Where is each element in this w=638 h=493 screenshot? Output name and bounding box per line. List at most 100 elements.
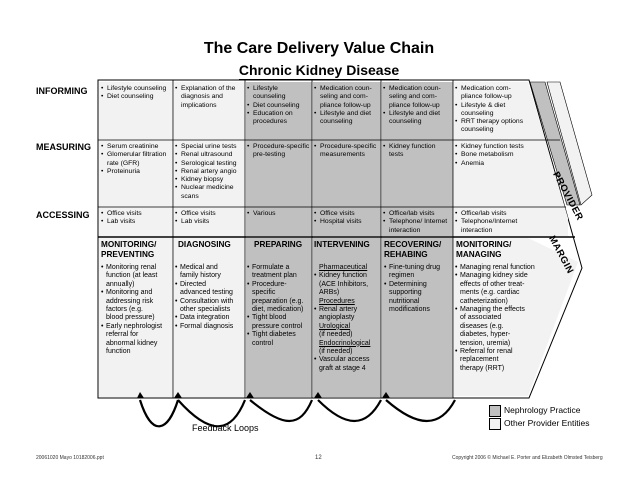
arrowhead-2 [174,392,182,398]
arrowhead-1 [137,392,144,398]
stage-line: pressure control [252,322,303,330]
stage-line: effects of other treat- [460,280,525,288]
arrow-band-1 [529,81,581,206]
list-item: Serological testing [175,160,244,169]
list-item: Lifestyle & diet counseling [455,102,531,119]
stage-line: Tight diabetes [247,331,313,340]
list-item: Lab visits [101,218,171,227]
stage-line: ARBs) [319,289,340,297]
stage-body-recovering-rehabing: Fine-tuning drugregimenDeterminingsuppor… [384,264,454,314]
feedback-loop-4 [317,399,382,423]
stage-line: factors (e.g. [106,306,143,314]
arrowhead-5 [382,392,390,398]
stage-line: Managing renal function [455,264,535,273]
list-item: Serum creatinine [101,143,171,152]
list-item: Kidney function tests [455,143,535,152]
stage-line: function (at least [106,272,158,280]
stage-line: addressing risk [106,297,154,305]
stage-line: Consultation with [175,298,245,307]
measuring-cell-5: Kidney function tests [383,143,451,160]
stage-line: specific [252,289,276,297]
stage-line: (if needed) [319,331,353,339]
stage-line: Managing kidney side [455,272,535,281]
list-item: Various [247,210,310,219]
stage-header-recovering-rehabing: RECOVERING/ REHABING [384,240,442,259]
footer-filename: 20061020 Mayo 10182006.ppt [36,455,104,461]
stage-line: Kidney function [314,272,382,281]
legend-swatch-other-providers [489,418,501,430]
stage-line: tension, uremia) [460,339,511,347]
stage-line: Procedures [319,297,355,305]
feedback-loop-3 [249,399,314,423]
list-item: RRT therapy options counseling [455,118,531,135]
stage-header-diagnosing: DIAGNOSING [178,240,231,249]
lower-cell-bg-5 [382,238,453,397]
informing-cell-1: Lifestyle counseling Diet counseling [101,85,171,102]
measuring-cell-6: Kidney function tests Bone metabolism An… [455,143,535,168]
feedback-loop-5 [385,399,456,423]
informing-cell-2: Explanation of the diagnosis and implica… [175,85,243,110]
list-item: Medication com-pliance follow-up [455,85,531,102]
row-label-measuring: MEASURING [36,142,92,152]
stage-line: Monitoring and [101,289,173,298]
stage-line: supporting [389,289,422,297]
stage-line: ments (e.g. cardiac [460,289,520,297]
legend-label-nephrology: Nephrology Practice [504,405,581,415]
list-item: Procedure-specific measurements [314,143,378,160]
stage-line: annually) [106,280,135,288]
informing-cell-3: Lifestyle counseling Diet counseling Edu… [247,85,310,126]
list-item: Lifestyle and diet counseling [314,110,380,127]
stage-line: function [106,348,131,356]
stage-line: Procedure- [247,281,313,290]
stage-line: Monitoring renal [101,264,173,273]
stage-line: replacement [460,356,499,364]
stage-line: modifications [389,306,430,314]
list-item: Telephone/Internet interaction [455,218,545,235]
stage-line: of associated [460,314,502,322]
feedback-arrowheads [137,392,390,398]
legend-label-other-providers: Other Provider Entities [504,418,590,428]
feedback-loop-arrows [138,399,456,428]
stage-line: Early nephrologist [101,323,173,332]
stage-header-preparing: PREPARING [254,240,303,249]
row-label-accessing: ACCESSING [36,210,90,220]
stage-line: Pharmaceutical [319,264,368,271]
stage-line: control [252,339,274,347]
page-subtitle: Chronic Kidney Disease [0,62,638,80]
list-item: Education on procedures [247,110,310,127]
informing-cell-5: Medication coun-seling and com-pliance f… [383,85,452,126]
stage-line: graft at stage 4 [319,364,366,372]
stage-line: Determining [384,281,454,290]
list-item: Office visits [314,210,380,219]
accessing-cell-4: Office visits Hospital visits [314,210,380,227]
footer-copyright: Copyright 2006 © Michael E. Porter and E… [452,455,603,461]
stage-line: family history [180,272,221,280]
list-item: Glomerular filtration rate (GFR) [101,151,171,168]
stage-line: Renal artery [314,306,382,315]
list-item: Special urine tests [175,143,244,152]
stage-line: preparation (e.g. [252,297,304,305]
accessing-cell-2: Office visits Lab visits [175,210,243,227]
stage-body-intervening: PharmaceuticalKidney function(ACE Inhibi… [314,264,382,373]
stage-line: regimen [389,272,415,280]
stage-header-monitoring-managing: MONITORING/ MANAGING [456,240,512,259]
stage-line: Referral for renal [455,348,535,357]
list-item: Nuclear medicine scans [175,184,244,201]
stage-line: Medical and [175,264,245,273]
list-item: Anemia [455,160,535,169]
accessing-cell-5: Office/lab visits Telephone/ Internet in… [383,210,452,235]
list-item: Lifestyle counseling [247,85,310,102]
accessing-cell-1: Office visits Lab visits [101,210,171,227]
stage-line: treatment plan [252,272,297,280]
row-label-informing: INFORMING [36,86,88,96]
accessing-cell-3: Various [247,210,310,219]
stage-line: Fine-tuning drug [384,264,454,273]
feedback-loop-1 [138,399,180,428]
list-item: Renal artery angio [175,168,244,177]
stage-line: catheterization) [460,297,508,305]
list-item: Lifestyle counseling [101,85,171,94]
accessing-cell-6: Office/lab visits Telephone/Internet int… [455,210,545,235]
list-item: Medication coun-seling and com-pliance f… [383,85,452,110]
